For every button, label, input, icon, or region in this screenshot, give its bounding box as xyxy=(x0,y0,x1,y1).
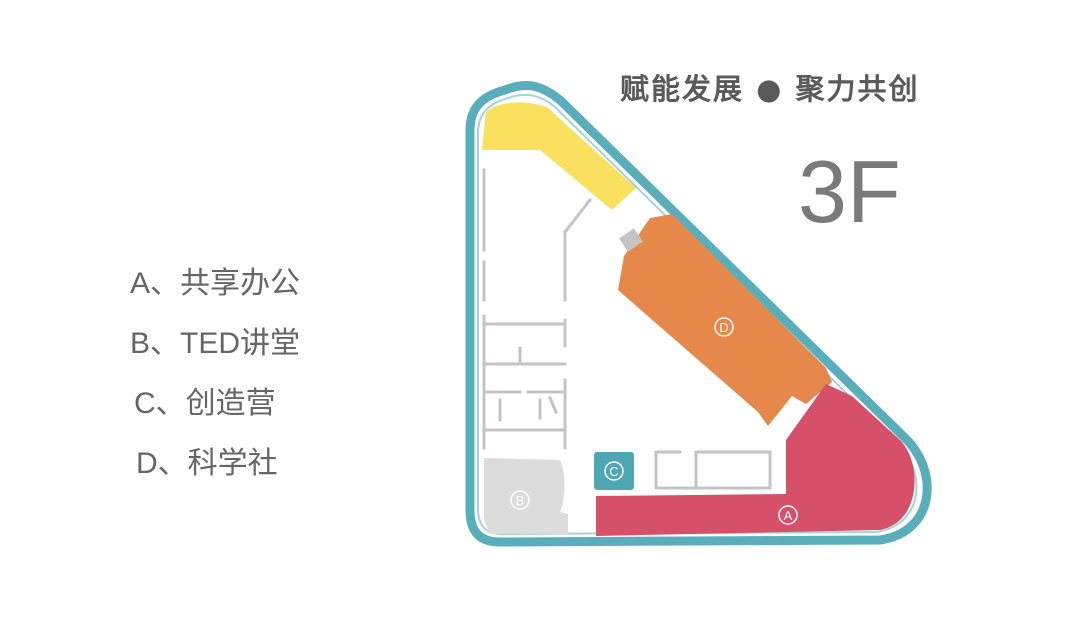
zone-a-label: A xyxy=(784,508,793,523)
legend: A、共享办公 B、TED讲堂 C、创造营 D、科学社 xyxy=(130,262,300,502)
building-outline-inner xyxy=(477,93,918,536)
slogan: 赋能发展 ● 聚力共创 xyxy=(620,72,920,106)
building-outline xyxy=(465,80,932,547)
zone-c-label: C xyxy=(609,464,618,479)
zone-a-marker: A xyxy=(778,505,798,525)
zone-c-marker: C xyxy=(604,461,624,481)
legend-item-a: A、共享办公 xyxy=(130,267,301,300)
legend-item-c: C、创造营 xyxy=(134,387,276,420)
legend-item-d: D、科学社 xyxy=(136,447,278,480)
floor-number: 3F xyxy=(798,142,901,241)
small-gray-box xyxy=(619,228,643,252)
zone-b-label: B xyxy=(516,493,525,508)
legend-item-b: B、TED讲堂 xyxy=(130,327,301,360)
zone-b-marker: B xyxy=(510,490,530,510)
zone-b xyxy=(484,458,568,534)
zone-d-marker: D xyxy=(714,317,734,337)
zone-d-label: D xyxy=(719,320,728,335)
zone-c xyxy=(594,452,634,490)
zone-d xyxy=(618,214,832,426)
interior-walls xyxy=(482,168,772,490)
zone-a xyxy=(596,384,915,536)
zone-yellow xyxy=(482,102,636,210)
